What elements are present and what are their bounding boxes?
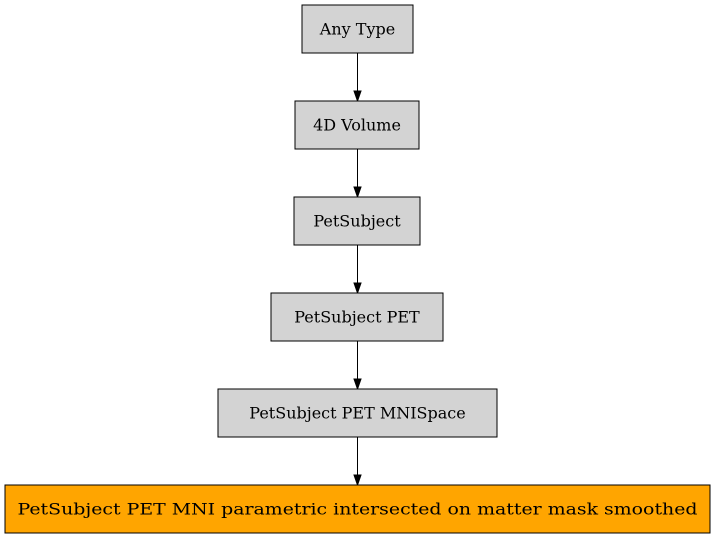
node-petsubject-pet-mni-parametric-label: PetSubject PET MNI parametric intersecte… bbox=[18, 500, 698, 519]
node-4d-volume-box bbox=[294, 100, 420, 150]
node-petsubject-pet-label: PetSubject PET bbox=[294, 308, 420, 327]
node-4d-volume[interactable]: 4D Volume bbox=[294, 100, 420, 150]
node-any-type-box bbox=[301, 4, 414, 54]
node-petsubject-pet-mni-parametric[interactable]: PetSubject PET MNI parametric intersecte… bbox=[4, 484, 711, 534]
node-any-type[interactable]: Any Type bbox=[301, 4, 414, 54]
edge-arrowhead-4 bbox=[353, 378, 362, 391]
node-petsubject-pet-mnispace-label: PetSubject PET MNISpace bbox=[249, 404, 465, 423]
node-petsubject-pet-mni-parametric-box bbox=[4, 484, 711, 534]
edge-arrowhead-3 bbox=[353, 282, 362, 295]
node-petsubject-box bbox=[293, 196, 421, 246]
node-petsubject-label: PetSubject bbox=[313, 212, 401, 231]
edge-arrowhead-1 bbox=[353, 90, 362, 103]
edge-arrowhead-5 bbox=[353, 474, 362, 487]
node-petsubject-pet-mnispace[interactable]: PetSubject PET MNISpace bbox=[217, 388, 498, 438]
node-petsubject[interactable]: PetSubject bbox=[293, 196, 421, 246]
node-petsubject-pet-mnispace-box bbox=[217, 388, 498, 438]
node-petsubject-pet[interactable]: PetSubject PET bbox=[270, 292, 444, 342]
node-4d-volume-label: 4D Volume bbox=[313, 116, 401, 135]
node-any-type-label: Any Type bbox=[319, 20, 395, 39]
edges-layer bbox=[353, 53, 362, 487]
node-petsubject-pet-box bbox=[270, 292, 444, 342]
edge-arrowhead-2 bbox=[353, 186, 362, 199]
